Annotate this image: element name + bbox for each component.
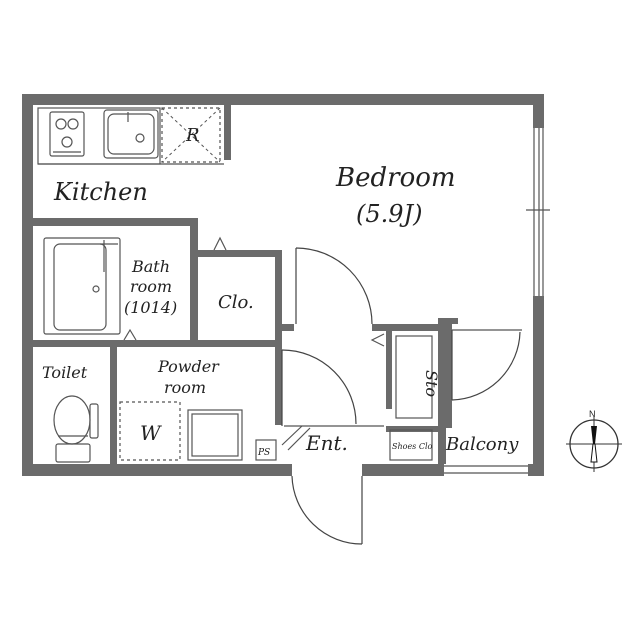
washer-label: W (140, 421, 162, 445)
refrigerator-label: R (185, 125, 200, 146)
toilet-icon (53, 395, 99, 463)
sink-icon (103, 109, 159, 159)
powder-room-label-line2: room (164, 378, 206, 397)
kitchen-counter (37, 107, 224, 165)
washer-space (119, 401, 181, 461)
bedroom-size-label: (5.9J) (356, 200, 423, 228)
compass-north-label: N (589, 409, 596, 419)
shoes-closet-label: Shoes Clo (392, 442, 433, 451)
shoes-closet-box (389, 429, 433, 461)
powder-room-label-line1: Powder (157, 357, 220, 376)
bedroom-window (526, 128, 550, 296)
bathtub-icon (43, 237, 121, 335)
outer-walls (22, 94, 544, 476)
bathroom-label-line2: room (130, 277, 172, 296)
bedroom-label: Bedroom (335, 163, 456, 193)
storage-label: Sto (422, 370, 441, 397)
bathroom-label-line3: (1014) (124, 298, 177, 317)
kitchen-label: Kitchen (53, 178, 148, 206)
balcony-label: Balcony (445, 434, 519, 455)
closet-label: Clo. (218, 292, 254, 313)
entrance-label: Ent. (305, 431, 348, 455)
pipe-space-label: PS (257, 448, 270, 458)
refrigerator-space (161, 107, 221, 163)
storage-box (395, 335, 433, 419)
bathroom-label-line1: Bath (131, 257, 170, 276)
compass-icon (566, 416, 622, 472)
doors (123, 236, 522, 545)
entrance-floor (281, 425, 384, 451)
pipe-space-box (255, 439, 277, 461)
stove-icon (49, 111, 85, 157)
interior-walls (32, 104, 458, 464)
vanity-icon (187, 409, 243, 461)
toilet-label: Toilet (42, 363, 88, 382)
